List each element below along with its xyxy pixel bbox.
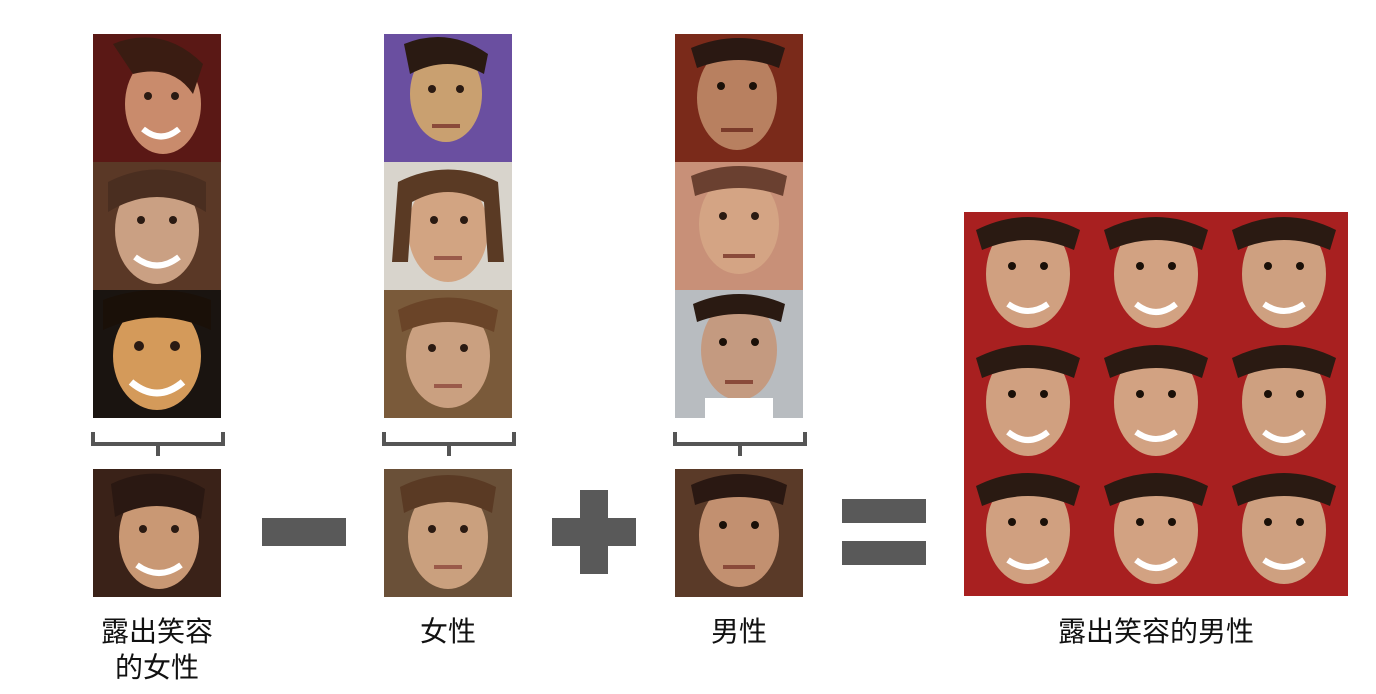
plus-operator-vertical (580, 490, 608, 574)
label-smiling-man: 露出笑容的男性 (1057, 615, 1254, 648)
smiling-man-face (1220, 468, 1348, 596)
bracket-smiling-woman (91, 432, 225, 446)
woman-face-2 (384, 162, 512, 290)
man-average-face (675, 469, 803, 597)
smiling-man-face (1092, 468, 1220, 596)
smiling-man-face (964, 212, 1092, 340)
label-woman: 女性 (419, 615, 476, 648)
smiling-woman-face-3 (93, 290, 221, 418)
smiling-man-face (964, 340, 1092, 468)
smiling-man-result-grid (964, 212, 1348, 596)
man-face-3 (675, 290, 803, 418)
bracket-stem-man (738, 446, 742, 456)
man-face-2 (675, 162, 803, 290)
label-man: 男性 (710, 615, 767, 648)
bracket-woman (382, 432, 516, 446)
bracket-stem-woman (447, 446, 451, 456)
bracket-man (673, 432, 807, 446)
equals-operator-top (842, 499, 926, 523)
bracket-stem-smiling-woman (156, 446, 160, 456)
smiling-woman-average-face (93, 469, 221, 597)
smiling-man-face (1092, 340, 1220, 468)
man-face-1 (675, 34, 803, 162)
minus-operator (262, 518, 346, 546)
smiling-man-face (1220, 212, 1348, 340)
smiling-woman-face-1 (93, 34, 221, 162)
smiling-man-face (1220, 340, 1348, 468)
equals-operator-bottom (842, 541, 926, 565)
woman-average-face (384, 469, 512, 597)
woman-face-3 (384, 290, 512, 418)
smiling-woman-face-2 (93, 162, 221, 290)
woman-face-1 (384, 34, 512, 162)
label-smiling-woman: 露出笑容 的女性 (100, 615, 213, 684)
smiling-man-face (964, 468, 1092, 596)
smiling-man-face (1092, 212, 1220, 340)
